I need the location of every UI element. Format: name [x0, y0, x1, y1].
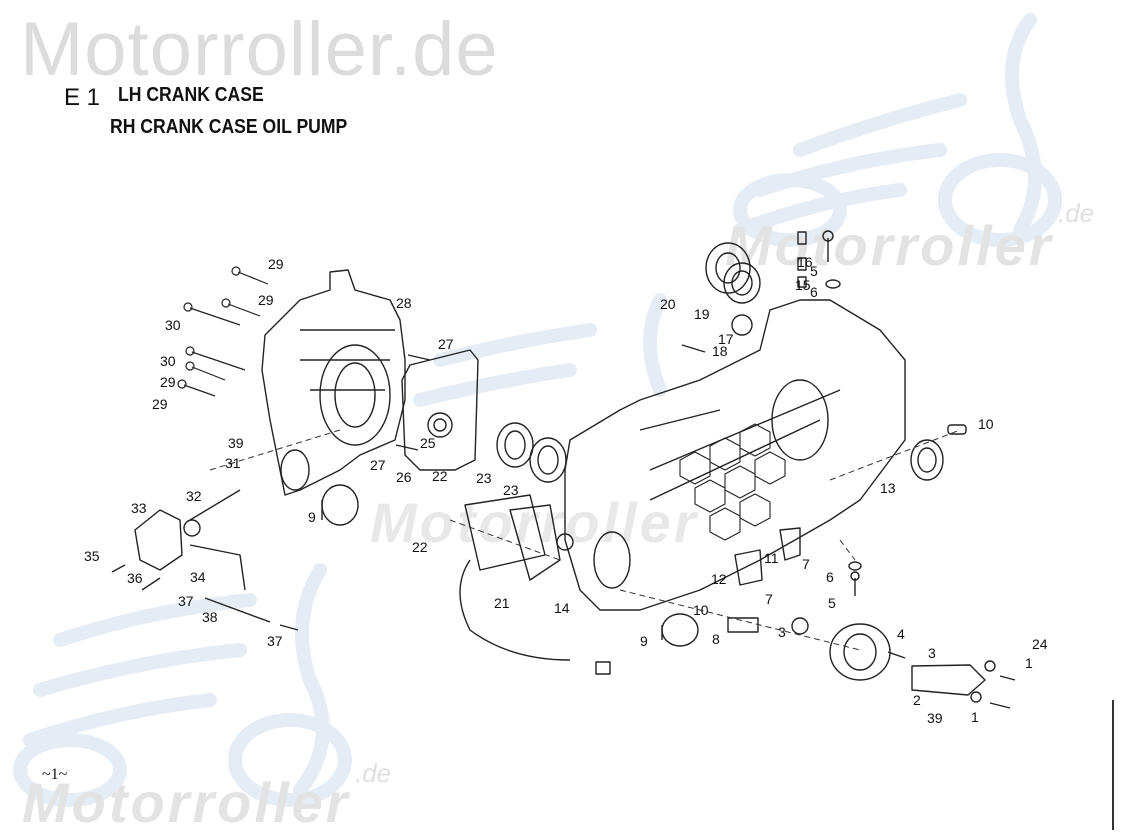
part-callout-10: 10	[693, 602, 709, 618]
part-callout-2: 2	[913, 692, 921, 708]
part-callout-17: 17	[718, 331, 734, 347]
watermark-suffix-bottom: .de	[355, 758, 392, 788]
part-callout-5: 5	[810, 263, 818, 279]
part-callout-8: 8	[712, 631, 720, 647]
part-callout-29: 29	[160, 374, 176, 390]
part-callout-10: 10	[978, 416, 994, 432]
part-callout-5: 5	[828, 595, 836, 611]
part-callout-23: 23	[476, 470, 492, 486]
part-callout-1: 1	[971, 709, 979, 725]
part-callout-23: 23	[503, 482, 519, 498]
part-callout-4: 4	[897, 626, 905, 642]
page-edge-line	[1112, 700, 1114, 830]
part-callout-6: 6	[826, 569, 834, 585]
part-callout-29: 29	[268, 256, 284, 272]
part-callout-27: 27	[370, 457, 386, 473]
page-title-line2: RH CRANK CASE OIL PUMP	[110, 116, 348, 138]
part-callout-14: 14	[554, 600, 570, 616]
part-callout-25: 25	[420, 435, 436, 451]
part-callout-11: 11	[764, 550, 779, 566]
part-callout-1: 1	[1025, 655, 1033, 671]
part-callout-34: 34	[190, 569, 206, 585]
part-callout-31: 31	[225, 455, 241, 471]
part-callout-37: 37	[267, 633, 283, 649]
part-callout-33: 33	[131, 500, 147, 516]
part-callout-39: 39	[228, 435, 244, 451]
section-code: E 1	[64, 84, 101, 111]
part-callout-39: 39	[927, 710, 943, 726]
page-number: ~1~	[42, 766, 68, 783]
part-callout-12: 12	[711, 571, 727, 587]
part-callout-30: 30	[160, 353, 176, 369]
part-callout-16: 16	[797, 254, 813, 270]
part-callout-7: 7	[802, 556, 810, 572]
watermark-brand-bottom: Motorroller	[22, 771, 351, 834]
part-callout-32: 32	[186, 488, 202, 504]
watermark-top: Motorroller.de	[20, 7, 499, 92]
part-callout-19: 19	[694, 306, 710, 322]
part-callout-22: 22	[432, 468, 448, 484]
part-callout-3: 3	[928, 645, 936, 661]
part-callout-15: 15	[795, 277, 811, 293]
part-callout-6: 6	[810, 284, 818, 300]
part-callout-7: 7	[765, 591, 773, 607]
part-callout-29: 29	[152, 396, 168, 412]
part-callout-21: 21	[494, 595, 510, 611]
part-callout-20: 20	[660, 296, 676, 312]
part-callout-24: 24	[1032, 636, 1048, 652]
part-callout-30: 30	[165, 317, 181, 333]
part-callout-9: 9	[308, 509, 316, 525]
part-callout-28: 28	[396, 295, 412, 311]
part-callout-26: 26	[396, 469, 412, 485]
part-callout-9: 9	[640, 633, 648, 649]
watermark-brand-right: Motorroller	[725, 214, 1054, 277]
part-callout-27: 27	[438, 336, 454, 352]
page-title-line1: LH CRANK CASE	[118, 84, 264, 106]
part-callout-36: 36	[127, 570, 143, 586]
part-callout-3: 3	[778, 624, 786, 640]
part-callout-29: 29	[258, 292, 274, 308]
watermark-suffix-right: .de	[1058, 198, 1095, 228]
part-callout-35: 35	[84, 548, 100, 564]
part-callout-13: 13	[880, 480, 896, 496]
part-callout-22: 22	[412, 539, 428, 555]
part-callout-38: 38	[202, 609, 218, 625]
part-callout-18: 18	[712, 343, 728, 359]
part-callout-37: 37	[178, 593, 194, 609]
